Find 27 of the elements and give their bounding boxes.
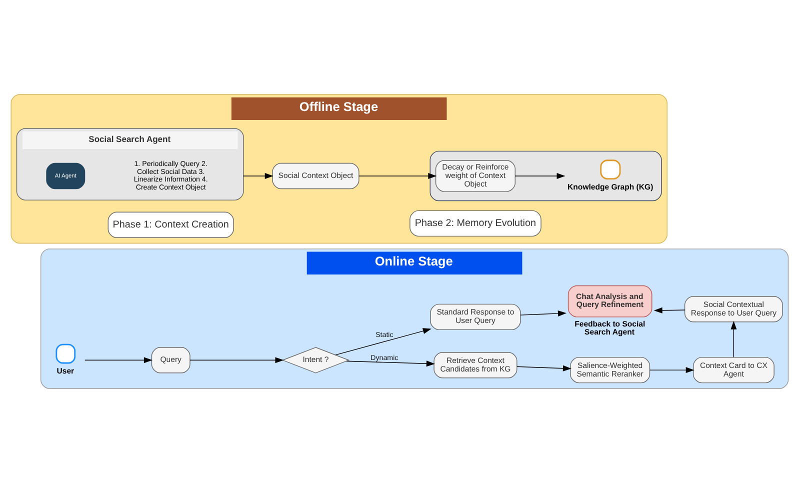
node-label: User bbox=[56, 366, 74, 376]
arrow bbox=[190, 357, 284, 364]
cluster bbox=[430, 150, 662, 202]
arrow bbox=[346, 360, 435, 367]
arrow bbox=[649, 367, 694, 374]
node-box: Context Card to CX Agent bbox=[692, 356, 774, 384]
arrow bbox=[516, 365, 572, 372]
node-label: Knowledge Graph (KG) bbox=[568, 182, 654, 192]
node-label: Feedback to Social Search Agent bbox=[574, 320, 646, 337]
node-box: Salience-Weighted Semantic Reranker bbox=[570, 356, 650, 384]
node-box: Retrieve Context Candidates from KG bbox=[434, 352, 518, 378]
node-box: Query bbox=[151, 347, 190, 374]
arrow bbox=[335, 328, 432, 356]
node-box: Phase 1: Context Creation bbox=[108, 212, 234, 238]
node-diamond: Intent ? bbox=[282, 347, 350, 374]
arrow bbox=[84, 357, 152, 364]
arrow bbox=[243, 172, 274, 179]
arrow bbox=[730, 320, 737, 358]
node-box: Social Contextual Response to User Query bbox=[684, 296, 783, 322]
arrow bbox=[654, 307, 686, 314]
node-box: Social Context Object bbox=[272, 162, 360, 190]
node-box: Phase 2: Memory Evolution bbox=[410, 210, 542, 237]
arrow bbox=[514, 172, 566, 179]
node-box: Decay or Reinforce weight of Context Object bbox=[435, 160, 516, 192]
node-box: Standard Response to User Query bbox=[430, 304, 521, 330]
arrow bbox=[358, 172, 437, 179]
arrow bbox=[520, 310, 566, 316]
